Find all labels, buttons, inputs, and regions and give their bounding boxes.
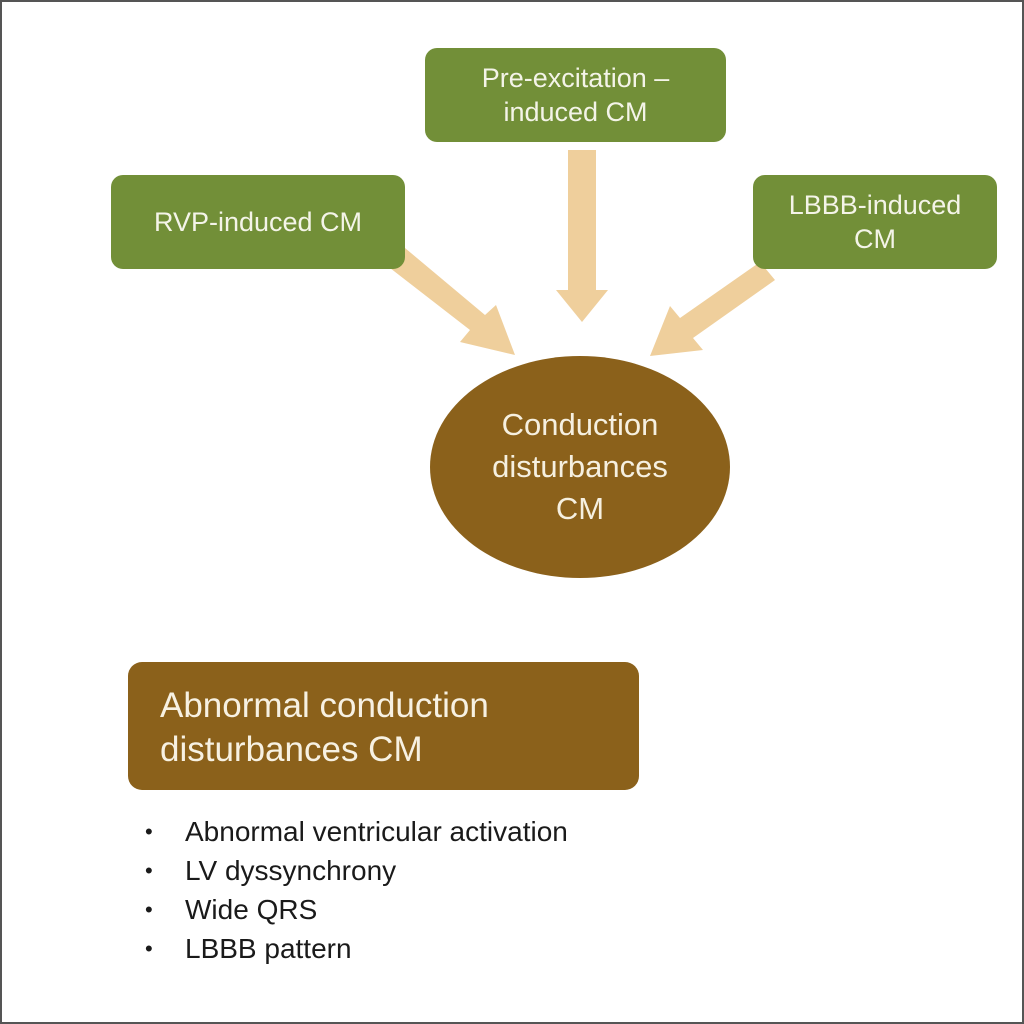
- cause-label-line: RVP-induced CM: [153, 207, 363, 237]
- list-item-text: Wide QRS: [185, 894, 318, 925]
- cause-label-line: induced CM: [503, 97, 648, 127]
- cause-label-line: CM: [854, 224, 896, 254]
- cause-box-pre-excitation: Pre-excitation – induced CM: [425, 48, 726, 142]
- summary-title-line: disturbances CM: [160, 730, 423, 769]
- center-node-conduction-disturbances: Conduction disturbances CM: [430, 356, 730, 578]
- summary-title-line: Abnormal conduction: [160, 686, 489, 725]
- cause-box-lbbb: LBBB-induced CM: [753, 175, 997, 269]
- arrow-lbbb-to-center: [650, 262, 775, 356]
- list-item: • LBBB pattern: [145, 929, 568, 968]
- center-label-line: disturbances: [492, 449, 668, 484]
- cause-box-rvp: RVP-induced CM: [111, 175, 405, 269]
- bullet-icon: •: [145, 897, 153, 922]
- list-item: • Abnormal ventricular activation: [145, 812, 568, 851]
- list-item-text: LV dyssynchrony: [185, 855, 397, 886]
- list-item-text: Abnormal ventricular activation: [185, 816, 568, 847]
- arrow-pre-excitation-to-center: [556, 150, 608, 322]
- summary-title-box: Abnormal conduction disturbances CM: [128, 662, 639, 790]
- bullet-icon: •: [145, 819, 153, 844]
- center-label-line: CM: [555, 491, 605, 526]
- cause-label-line: LBBB-induced: [788, 190, 962, 220]
- bullet-icon: •: [145, 858, 153, 883]
- feature-list: • Abnormal ventricular activation • LV d…: [145, 812, 568, 968]
- list-item-text: LBBB pattern: [185, 933, 352, 964]
- center-label-line: Conduction: [501, 407, 659, 442]
- cause-label-line: Pre-excitation –: [481, 63, 670, 93]
- bullet-icon: •: [145, 936, 153, 961]
- arrow-rvp-to-center: [390, 248, 515, 355]
- list-item: • LV dyssynchrony: [145, 851, 568, 890]
- list-item: • Wide QRS: [145, 890, 568, 929]
